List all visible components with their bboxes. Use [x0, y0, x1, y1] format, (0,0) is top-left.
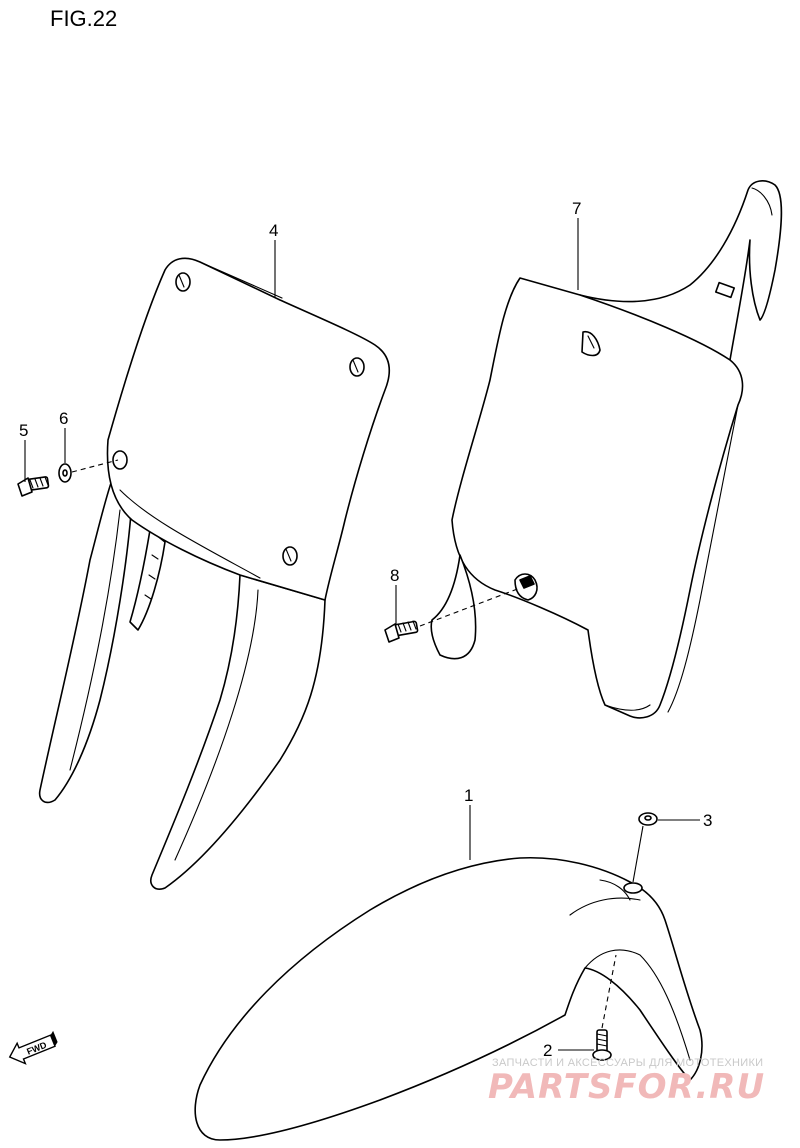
callout-5: 5 [19, 421, 28, 440]
callout-6: 6 [59, 409, 68, 428]
part-5-bolt [17, 476, 50, 497]
callout-2: 2 [543, 1041, 552, 1060]
callout-7: 7 [572, 199, 581, 218]
part-6-washer [58, 463, 72, 483]
figure-title: FIG.22 [50, 6, 117, 31]
callout-4: 4 [269, 221, 278, 240]
forward-arrow-icon: FWD [8, 1030, 58, 1065]
part-8-bolt [384, 620, 419, 643]
callout-3: 3 [703, 811, 712, 830]
leader-lines [24, 218, 700, 1051]
watermark-brand: PARTSFOR.RU [488, 1067, 765, 1107]
watermark-tagline: ЗАПЧАСТИ И АКСЕССУАРЫ ДЛЯ МОТОТЕХНИКИ [492, 1057, 763, 1069]
part-7-side-plate [430, 180, 783, 719]
part-3-nut [638, 812, 658, 826]
part-1-front-fender [194, 856, 703, 1141]
part-4-number-plate [38, 257, 391, 890]
callout-8: 8 [390, 566, 399, 585]
part-2-screw [592, 1029, 612, 1061]
callout-1: 1 [464, 786, 473, 805]
